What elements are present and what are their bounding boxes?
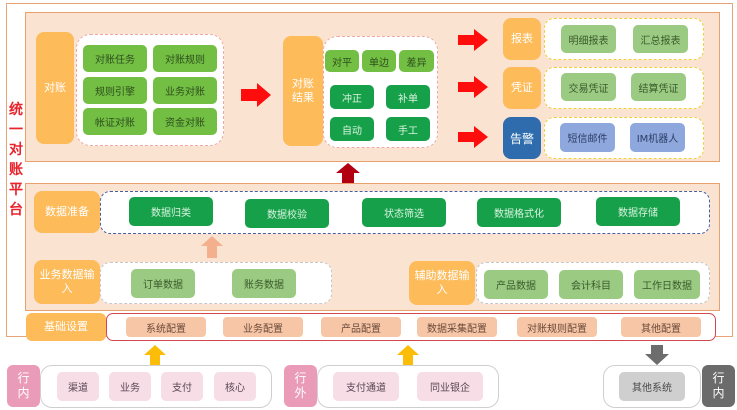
aux-input-item[interactable]: 工作日数据 <box>634 270 700 299</box>
up-arrow-icon <box>201 236 223 258</box>
recon-item[interactable]: 资金对账 <box>153 108 217 135</box>
result-action-item[interactable]: 手工 <box>386 117 430 141</box>
other-system-item[interactable]: 其他系统 <box>619 372 685 401</box>
result-status-item[interactable]: 对平 <box>325 50 359 72</box>
alarm-item[interactable]: 短信邮件 <box>560 123 615 152</box>
data-prep-item[interactable]: 数据校验 <box>245 199 329 228</box>
aux-input-tag: 辅助数据输入 <box>409 261 475 305</box>
base-settings-item[interactable]: 业务配置 <box>223 317 303 337</box>
base-settings-item[interactable]: 对账规则配置 <box>517 317 597 337</box>
external-sources-tag: 行外 <box>284 365 317 407</box>
right-arrow-icon <box>458 126 488 148</box>
internal-sources-tag: 行内 <box>7 365 40 407</box>
base-settings-item[interactable]: 其他配置 <box>621 317 701 337</box>
aux-input-item[interactable]: 会计科目 <box>559 270 623 299</box>
result-status-item[interactable]: 单边 <box>362 50 396 72</box>
report-item[interactable]: 明细报表 <box>561 25 616 53</box>
recon-item[interactable]: 对账任务 <box>83 45 147 72</box>
internal-source-item[interactable]: 渠道 <box>57 372 99 401</box>
recon-item[interactable]: 业务对账 <box>153 77 217 104</box>
business-input-tag: 业务数据输入 <box>34 260 100 304</box>
result-action-item[interactable]: 补单 <box>386 85 430 109</box>
voucher-tag: 凭证 <box>503 67 541 109</box>
business-input-item[interactable]: 订单数据 <box>131 269 195 298</box>
result-action-item[interactable]: 冲正 <box>330 85 374 109</box>
internal-source-item[interactable]: 核心 <box>214 372 256 401</box>
internal-source-item[interactable]: 支付 <box>161 372 203 401</box>
recon-item[interactable]: 对账规则 <box>153 45 217 72</box>
right-arrow-icon <box>241 83 271 107</box>
base-settings-item[interactable]: 数据采集配置 <box>417 317 497 337</box>
report-item[interactable]: 汇总报表 <box>633 25 688 53</box>
right-arrow-icon <box>458 29 488 51</box>
result-status-item[interactable]: 差异 <box>399 50 434 72</box>
external-source-item[interactable]: 同业银企 <box>417 372 483 401</box>
internal-sources-label: 行内 <box>17 371 30 400</box>
data-prep-item[interactable]: 数据存储 <box>596 197 680 226</box>
voucher-item[interactable]: 结算凭证 <box>631 73 686 101</box>
voucher-item[interactable]: 交易凭证 <box>561 73 616 101</box>
alarm-tag: 告警 <box>503 117 541 159</box>
data-prep-item[interactable]: 状态筛选 <box>362 198 446 227</box>
external-source-item[interactable]: 支付通道 <box>333 372 399 401</box>
data-prep-item[interactable]: 数据格式化 <box>477 198 561 227</box>
up-arrow-icon <box>336 163 360 183</box>
platform-label: 统一对账平台 <box>9 102 23 218</box>
business-input-label: 业务数据输入 <box>39 268 95 295</box>
base-settings-tag: 基础设置 <box>26 313 106 341</box>
recon-item[interactable]: 帐证对账 <box>83 108 147 135</box>
other-internal-label: 行内 <box>712 371 725 400</box>
report-tag: 报表 <box>503 18 541 60</box>
aux-input-label: 辅助数据输入 <box>414 269 470 296</box>
result-label: 对账结果 <box>292 77 314 104</box>
alarm-item[interactable]: IM机器人 <box>630 123 685 152</box>
result-tag: 对账结果 <box>283 36 323 146</box>
base-settings-item[interactable]: 系统配置 <box>126 317 206 337</box>
reconciliation-tag: 对账 <box>36 32 74 144</box>
result-action-item[interactable]: 自动 <box>330 117 374 141</box>
internal-source-item[interactable]: 业务 <box>109 372 151 401</box>
recon-item[interactable]: 规则引擎 <box>83 77 147 104</box>
data-prep-tag: 数据准备 <box>34 191 100 233</box>
base-settings-group <box>106 313 716 341</box>
up-arrow-icon <box>397 345 419 365</box>
up-arrow-icon <box>144 345 166 365</box>
business-input-item[interactable]: 账务数据 <box>232 269 296 298</box>
down-arrow-icon <box>645 345 669 365</box>
base-settings-item[interactable]: 产品配置 <box>321 317 401 337</box>
external-sources-label: 行外 <box>294 371 307 400</box>
aux-input-item[interactable]: 产品数据 <box>484 270 548 299</box>
data-prep-item[interactable]: 数据归类 <box>129 197 213 226</box>
other-internal-tag: 行内 <box>702 365 735 407</box>
right-arrow-icon <box>458 76 488 98</box>
